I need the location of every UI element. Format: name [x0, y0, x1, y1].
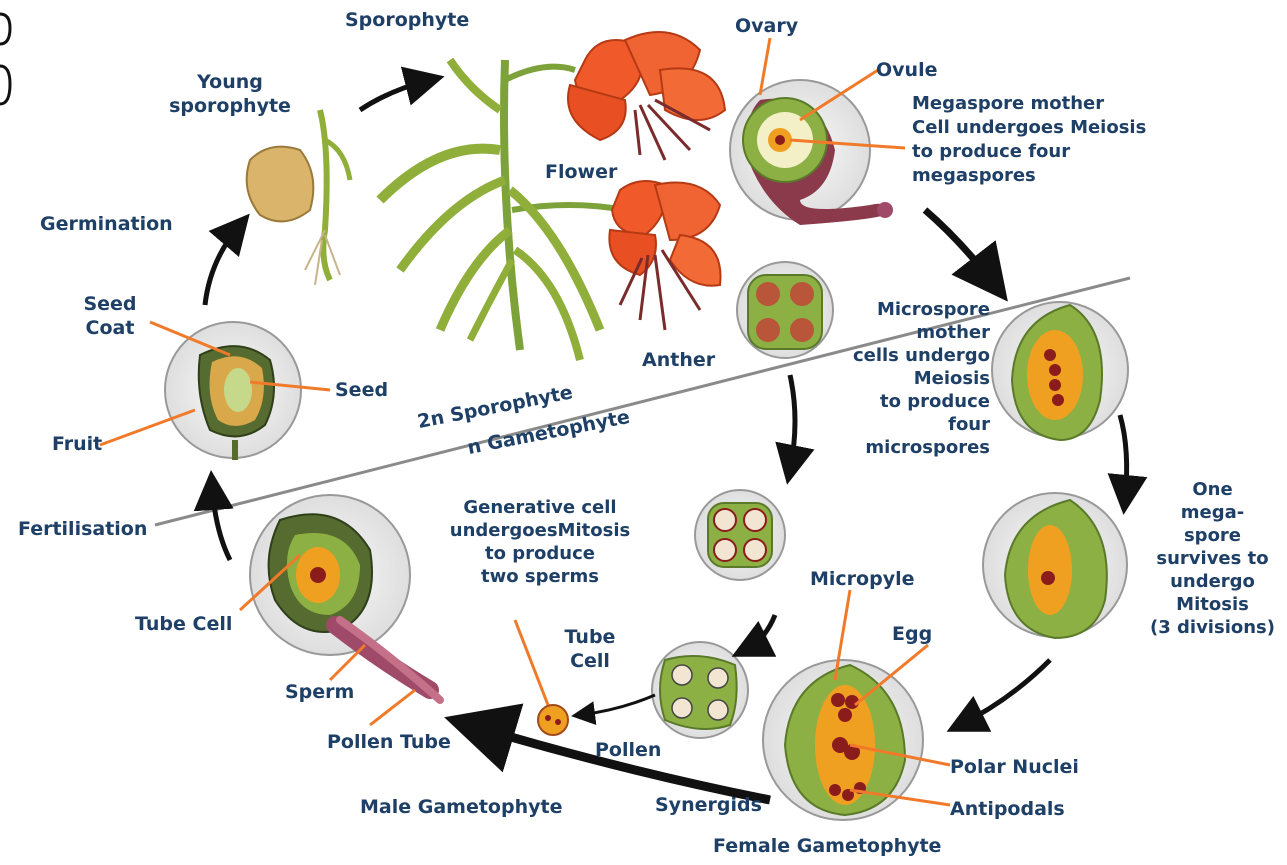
label-sporophyte: Sporophyte — [345, 8, 469, 32]
microspores — [695, 490, 785, 580]
label-sperm: Sperm — [285, 680, 354, 704]
megaspore-mother-cell — [992, 302, 1128, 440]
flower-upper — [568, 32, 725, 160]
label-flower: Flower — [545, 160, 617, 184]
label-antipodals: Antipodals — [950, 797, 1065, 821]
label-one-megaspore: One mega- spore survives to undergo Mito… — [1140, 478, 1285, 639]
megaspore-survivor — [983, 493, 1127, 638]
fertilisation-section — [250, 495, 440, 700]
label-megaspore-mother: Megaspore mother Cell undergoes Meiosis … — [912, 92, 1146, 188]
ovary-section — [730, 80, 893, 225]
label-microspore-mother: Microspore mother cells undergo Meiosis … — [818, 298, 990, 459]
pollen-grains — [652, 642, 748, 738]
label-fruit: Fruit — [52, 432, 102, 456]
edge-fragment — [0, 14, 10, 104]
label-generative-cell: Generative cell undergoesMitosis to prod… — [425, 496, 655, 588]
label-synergids: Synergids — [655, 793, 762, 817]
label-ovary: Ovary — [735, 14, 798, 38]
label-young-sporophyte: Young sporophyte — [150, 70, 310, 118]
generative-cell — [538, 705, 568, 735]
label-male-gametophyte: Male Gametophyte — [360, 795, 562, 819]
flower-lower — [609, 181, 720, 330]
label-seed-coat: Seed Coat — [60, 292, 160, 340]
label-egg: Egg — [892, 622, 932, 646]
label-seed: Seed — [335, 378, 388, 402]
label-germination: Germination — [40, 212, 173, 236]
label-female-gametophyte: Female Gametophyte — [713, 834, 941, 858]
label-anther: Anther — [642, 348, 715, 372]
label-fertilisation: Fertilisation — [18, 517, 147, 541]
label-micropyle: Micropyle — [810, 567, 915, 591]
seed-fruit-section — [165, 322, 301, 460]
label-pollen-tube: Pollen Tube — [327, 730, 451, 754]
label-tube-cell-mid: Tube Cell — [550, 625, 630, 673]
label-ovule: Ovule — [876, 58, 937, 82]
label-pollen: Pollen — [595, 738, 661, 762]
label-tube-cell-left: Tube Cell — [135, 612, 232, 636]
label-polar-nuclei: Polar Nuclei — [950, 755, 1079, 779]
young-sporophyte — [247, 110, 350, 285]
